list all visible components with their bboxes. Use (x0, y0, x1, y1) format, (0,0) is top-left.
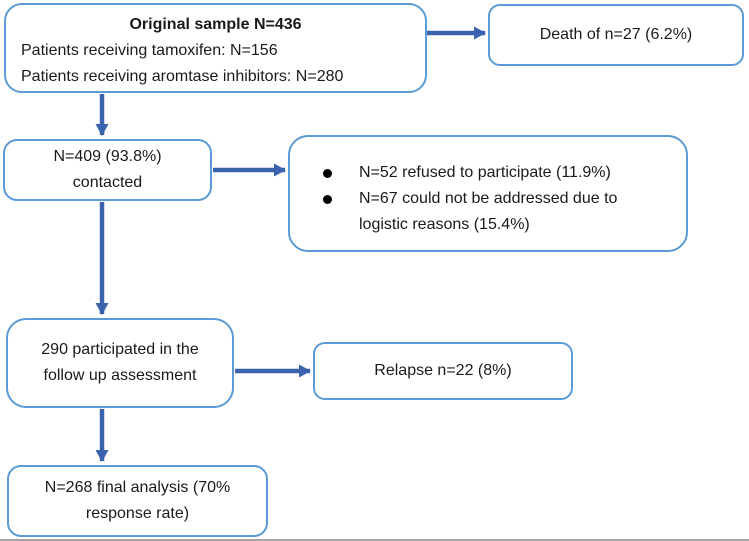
contacted-line-label: contacted (72, 174, 143, 191)
node-final-analysis: N=268 final analysis (70% response rate) (7, 465, 268, 537)
original-sample-title: Original sample N=436 (129, 16, 302, 33)
exclusion-item-logistic: N=67 could not be addressed due to logis… (290, 186, 658, 238)
final-line-2: response rate) (85, 505, 190, 522)
final-line-1: N=268 final analysis (70% (44, 479, 231, 496)
node-followup: 290 participated in the follow up assess… (6, 318, 234, 408)
bullet-icon (323, 195, 332, 204)
node-contacted: N=409 (93.8%) contacted (3, 139, 212, 201)
bullet-icon (323, 169, 332, 178)
relapse-text: Relapse n=22 (8%) (374, 362, 512, 379)
node-relapse: Relapse n=22 (8%) (313, 342, 573, 400)
node-original-sample: Original sample N=436 Patients receiving… (4, 3, 427, 93)
node-death: Death of n=27 (6.2%) (488, 4, 744, 66)
contacted-line-n: N=409 (93.8%) (53, 148, 162, 165)
exclusion-item-refused: N=52 refused to participate (11.9%) (290, 160, 658, 186)
death-text: Death of n=27 (6.2%) (539, 26, 693, 43)
node-exclusions: N=52 refused to participate (11.9%) N=67… (288, 135, 688, 252)
followup-line-2: follow up assessment (43, 367, 197, 384)
followup-line-1: 290 participated in the (41, 341, 199, 358)
exclusion-logistic-text: N=67 could not be addressed due to logis… (359, 190, 618, 233)
original-sample-line-aromatase: Patients receiving aromtase inhibitors: … (21, 68, 344, 85)
original-sample-line-tamoxifen: Patients receiving tamoxifen: N=156 (21, 42, 278, 59)
exclusion-refused-text: N=52 refused to participate (11.9%) (359, 164, 611, 181)
figure-bottom-divider (0, 539, 749, 541)
